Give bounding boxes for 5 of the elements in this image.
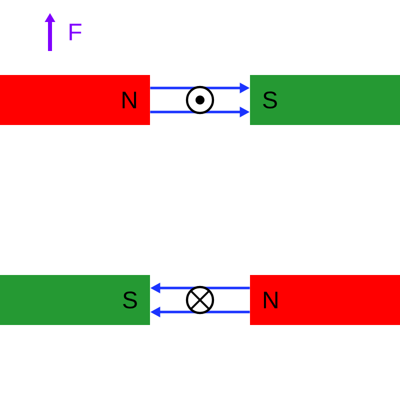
magnet-bar: N [250,275,400,325]
magnet-bar: S [0,275,150,325]
magnet-bar: N [0,75,150,125]
magnet-bar: S [250,75,400,125]
force-label: F [70,24,82,40]
